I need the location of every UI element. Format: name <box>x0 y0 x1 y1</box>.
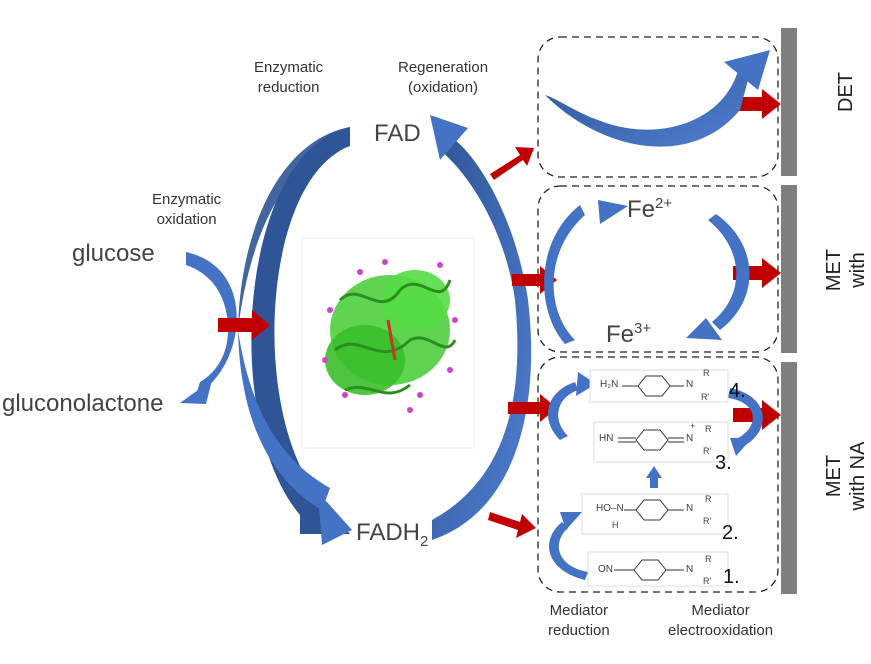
na-bottom-arrow-head <box>560 512 582 530</box>
regeneration-arrow <box>432 140 532 540</box>
red-arrow-fadh2 <box>488 512 536 538</box>
s4-r: R <box>703 368 710 378</box>
s2-n: N <box>686 503 694 514</box>
enzymatic-oxidation-label: Enzymatic oxidation <box>152 191 222 228</box>
na-top-left-arrow <box>548 382 578 440</box>
s2-h: H <box>612 520 619 530</box>
s2-r-prime: R′ <box>703 516 712 526</box>
fc-left-arrow-head <box>598 200 628 224</box>
red-arrow-fcmeoh-electrode <box>733 258 781 288</box>
fe2-superscript: 2+ <box>655 195 673 212</box>
na-up-arrow-head <box>646 466 662 478</box>
det-swoosh-arrow <box>545 62 752 147</box>
red-transfer-arrows <box>218 89 781 538</box>
det-panel-label: DET <box>835 72 857 112</box>
red-arrow-glucose <box>218 310 270 340</box>
met-na-panel-label: MET with NA <box>823 441 869 511</box>
na-top-left-arrow-head <box>576 372 596 396</box>
enzymatic-reduction-arrow-bottom <box>238 330 330 510</box>
electrode-bar-na <box>781 362 797 594</box>
structure-2 <box>581 493 729 535</box>
fadh2-label: FADH2 <box>356 519 428 550</box>
s4-n: N <box>686 379 694 390</box>
na-top-right-arrow-head <box>730 438 752 456</box>
enzymatic-reduction-label: Enzymatic reduction <box>254 59 324 96</box>
enzymatic-reduction-arrow-head <box>318 492 352 545</box>
fe2-base: Fe <box>627 196 656 223</box>
fc-right-arrow-head <box>686 318 722 340</box>
gluconolactone-label: gluconolactone <box>2 390 164 417</box>
s1-r: R <box>705 554 712 564</box>
red-arrow-na <box>508 394 557 422</box>
red-arrow-det-electrode <box>733 89 781 119</box>
mediator-reduction-label: Mediator reduction <box>548 602 610 639</box>
mediator-electrooxidation-label: Mediator electrooxidation <box>668 602 774 639</box>
s3-r-prime: R′ <box>703 446 712 456</box>
structure-number-1: 1. <box>723 566 740 588</box>
structure-4 <box>589 369 729 403</box>
s1-left: ON <box>598 564 613 575</box>
regeneration-label: Regeneration (oxidation) <box>398 59 489 96</box>
fad-label: FAD <box>374 120 421 147</box>
fe3-superscript: 3+ <box>634 320 652 337</box>
s3-r: R <box>705 424 712 434</box>
glucose-oxidation-arrow <box>186 252 237 395</box>
na-up-arrow-shaft <box>650 476 658 488</box>
fe3-label: Fe3+ <box>606 320 651 349</box>
structure-number-2: 2. <box>722 522 739 544</box>
protein-ribbon <box>322 259 458 413</box>
structure-3 <box>593 421 729 463</box>
na-bottom-arrow <box>549 522 588 580</box>
regeneration-arrow-head <box>430 115 468 160</box>
enzymatic-reduction-arrow-top <box>238 127 350 330</box>
red-arrow-det <box>490 147 534 180</box>
s3-plus: + <box>690 421 696 431</box>
fe3-base: Fe <box>606 321 635 348</box>
s1-n: N <box>686 564 694 575</box>
s2-left: HO–N <box>596 503 624 514</box>
met-fcmeoh-panel-label: MET with FcMeOH <box>823 248 869 292</box>
electrode-bar-det <box>781 28 797 176</box>
fadh2-base: FADH <box>356 519 421 546</box>
fc-right-arrow <box>708 214 750 330</box>
electrode-bar-fcmeoh <box>781 185 797 353</box>
det-panel-box <box>537 36 779 178</box>
s1-r-prime: R′ <box>703 576 712 586</box>
structure-1 <box>587 551 729 587</box>
s4-left: H₂N <box>600 379 619 390</box>
fe2-label: Fe2+ <box>627 195 672 224</box>
s3-n: N <box>686 433 694 444</box>
s3-left: HN <box>599 433 614 444</box>
s4-r-prime: R′ <box>701 392 710 402</box>
na-top-right-arrow <box>728 388 763 446</box>
glucose-oxidation-arrow-head <box>180 380 212 404</box>
fadh2-subscript: 2 <box>420 532 429 550</box>
fc-left-arrow <box>544 205 585 344</box>
s2-r: R <box>705 494 712 504</box>
structure-number-3: 3. <box>715 452 732 474</box>
na-panel-box <box>537 356 779 593</box>
det-swoosh-arrow-head <box>724 50 770 90</box>
enzymatic-reduction-arrow <box>251 127 350 534</box>
glucose-label: glucose <box>72 240 155 267</box>
structure-number-4: 4. <box>729 380 746 402</box>
fcmeoh-panel-box <box>537 185 779 353</box>
